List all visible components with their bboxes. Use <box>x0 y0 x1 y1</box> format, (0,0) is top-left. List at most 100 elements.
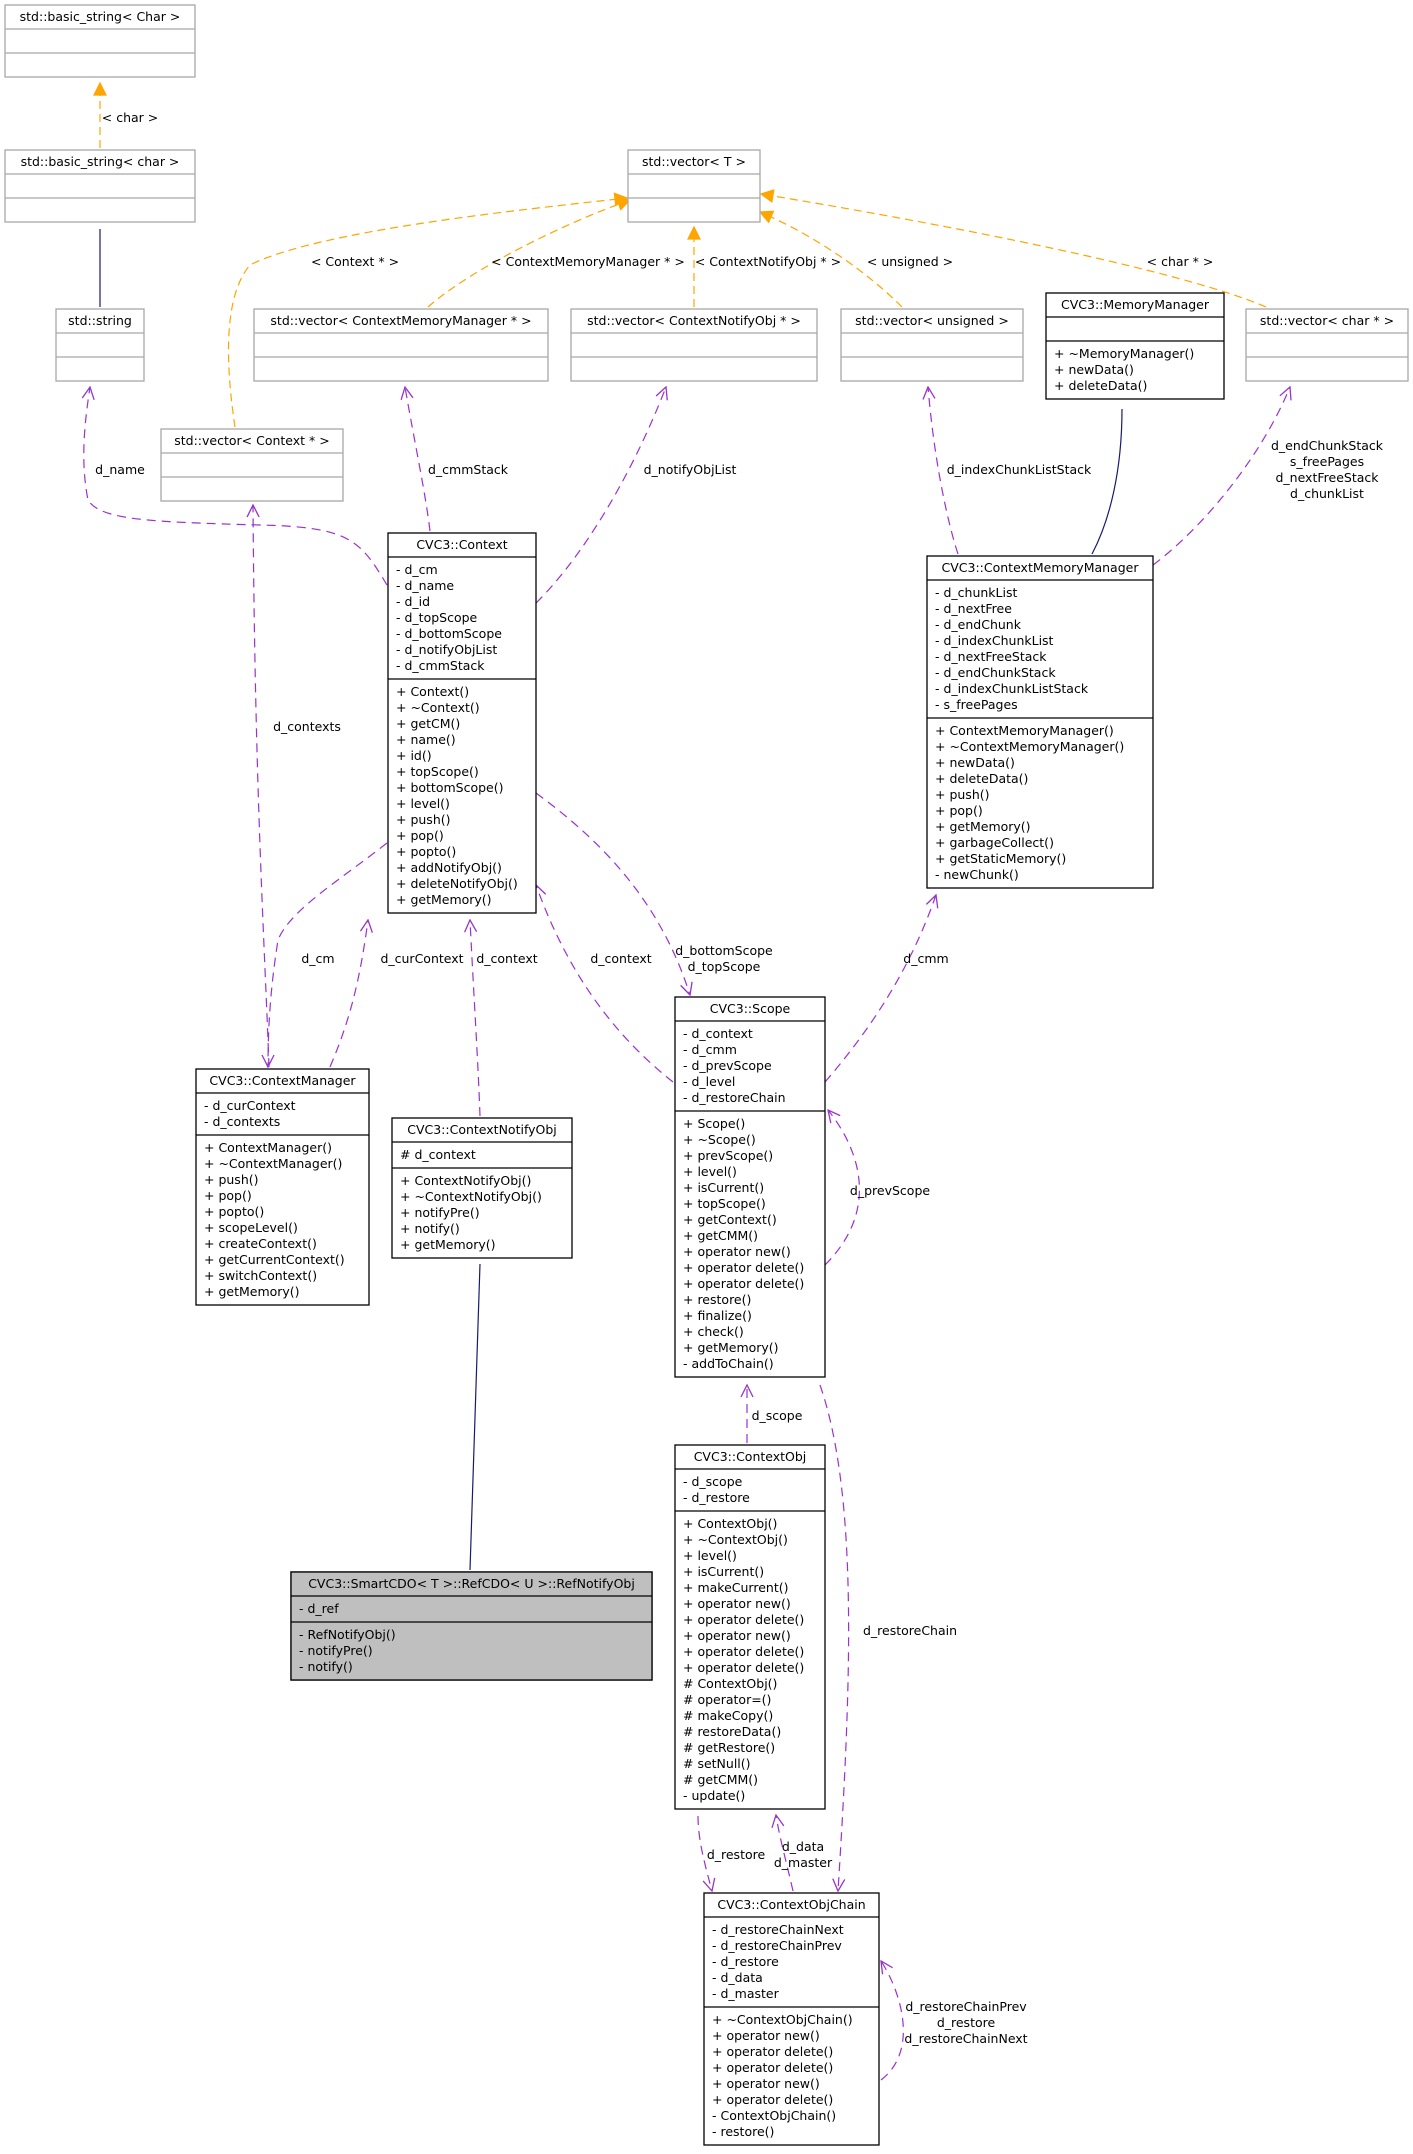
class-box <box>1245 308 1409 382</box>
class-box <box>674 1444 826 1810</box>
class-node-stdstring[interactable]: std::string <box>55 308 145 382</box>
class-method: + operator delete() <box>683 1260 804 1275</box>
class-attribute: - d_scope <box>683 1474 743 1489</box>
class-method: + getStaticMemory() <box>935 851 1066 866</box>
class-method: - ContextObjChain() <box>712 2108 836 2123</box>
class-method: + isCurrent() <box>683 1180 764 1195</box>
class-method: + getContext() <box>683 1212 777 1227</box>
edge-label: d_restoreChainNext <box>904 2031 1027 2046</box>
class-attribute: - d_master <box>712 1986 780 2001</box>
class-title: CVC3::ContextNotifyObj <box>407 1122 557 1137</box>
class-attribute: - d_restore <box>683 1490 750 1505</box>
edge-usage-e_notifylist <box>535 387 666 604</box>
class-title: std::string <box>68 313 132 328</box>
class-title: std::vector< ContextNotifyObj * > <box>587 313 801 328</box>
class-attribute: - d_cm <box>396 562 438 577</box>
class-title: CVC3::MemoryManager <box>1061 297 1210 312</box>
class-title: CVC3::SmartCDO< T >::RefCDO< U >::RefNot… <box>308 1576 635 1591</box>
class-method: - newChunk() <box>935 867 1019 882</box>
edge-usage-e_rchain <box>819 1384 850 1891</box>
class-node-refnotify[interactable]: CVC3::SmartCDO< T >::RefCDO< U >::RefNot… <box>290 1571 653 1681</box>
class-method: + popto() <box>396 844 456 859</box>
edge-usage-e_scopectx <box>536 885 674 1083</box>
class-method: + deleteData() <box>1054 378 1147 393</box>
class-method: + pop() <box>204 1188 252 1203</box>
class-node-cmm[interactable]: CVC3::ContextMemoryManager- d_chunkList-… <box>926 555 1154 889</box>
class-method: + ~ContextNotifyObj() <box>400 1189 542 1204</box>
edge-usage-e_cmmstack <box>405 387 431 532</box>
class-attribute: - d_endChunk <box>935 617 1022 632</box>
class-method: + operator new() <box>683 1628 791 1643</box>
class-method: + getMemory() <box>683 1340 779 1355</box>
class-method: + deleteData() <box>935 771 1028 786</box>
class-node-vec_cmm[interactable]: std::vector< ContextMemoryManager * > <box>253 308 549 382</box>
class-node-cnotify[interactable]: CVC3::ContextNotifyObj# d_context+ Conte… <box>391 1117 573 1259</box>
class-method: + ~ContextManager() <box>204 1156 342 1171</box>
edges-layer <box>84 83 1290 2081</box>
class-method: + addNotifyObj() <box>396 860 502 875</box>
class-method: - RefNotifyObj() <box>299 1627 396 1642</box>
class-attribute: - d_indexChunkListStack <box>935 681 1089 696</box>
class-box <box>253 308 549 382</box>
class-method: # makeCopy() <box>683 1708 773 1723</box>
class-method: # ContextObj() <box>683 1676 777 1691</box>
class-node-memmgr[interactable]: CVC3::MemoryManager+ ~MemoryManager()+ n… <box>1045 292 1225 400</box>
class-method: + push() <box>396 812 451 827</box>
edge-usage-e_drestore <box>697 1815 712 1891</box>
class-method: + ContextNotifyObj() <box>400 1173 531 1188</box>
class-node-chain[interactable]: CVC3::ContextObjChain- d_restoreChainNex… <box>703 1892 880 2146</box>
class-attribute: - d_id <box>396 594 430 609</box>
class-title: std::vector< Context * > <box>174 433 330 448</box>
class-node-ctxmgr[interactable]: CVC3::ContextManager- d_curContext- d_co… <box>195 1068 370 1306</box>
class-node-vec_char[interactable]: std::vector< char * > <box>1245 308 1409 382</box>
class-title: std::vector< ContextMemoryManager * > <box>270 313 531 328</box>
edge-label: < unsigned > <box>867 254 953 269</box>
class-attribute: - s_freePages <box>935 697 1018 712</box>
edge-label: d_endChunkStack <box>1271 438 1384 453</box>
class-attribute: - d_chunkList <box>935 585 1017 600</box>
class-node-vec_T[interactable]: std::vector< T > <box>627 149 761 223</box>
edge-inheritance-e_refnotify <box>469 1263 481 1571</box>
class-method: + check() <box>683 1324 744 1339</box>
edge-usage-e_cm <box>268 842 388 1067</box>
edge-usage-e_bottom <box>535 792 690 995</box>
class-box <box>387 532 537 914</box>
edge-usage-e_prev <box>824 1110 860 1266</box>
edge-label: < char * > <box>1147 254 1214 269</box>
class-node-scope[interactable]: CVC3::Scope- d_context- d_cmm- d_prevSco… <box>674 996 826 1378</box>
class-method: + createContext() <box>204 1236 317 1251</box>
class-attribute: - d_context <box>683 1026 753 1041</box>
edge-label: d_topScope <box>688 959 761 974</box>
edge-label: d_context <box>590 951 651 966</box>
class-node-vec_context[interactable]: std::vector< Context * > <box>160 428 344 502</box>
class-method: + name() <box>396 732 456 747</box>
class-title: std::vector< T > <box>642 154 746 169</box>
class-box <box>195 1068 370 1306</box>
edge-label: d_bottomScope <box>675 943 773 958</box>
edge-usage-e_cnoctx <box>470 920 481 1117</box>
class-attribute: - d_notifyObjList <box>396 642 497 657</box>
class-method: # getRestore() <box>683 1740 775 1755</box>
class-node-ctxobj[interactable]: CVC3::ContextObj- d_scope- d_restore+ Co… <box>674 1444 826 1810</box>
edge-label: d_name <box>95 462 145 477</box>
class-attribute: - d_nextFreeStack <box>935 649 1047 664</box>
labels-layer: < char >< Context * >< ContextMemoryMana… <box>95 110 1384 2046</box>
class-node-bs_char[interactable]: std::basic_string< char > <box>4 149 196 223</box>
class-method: + operator delete() <box>712 2044 833 2059</box>
class-method: + popto() <box>204 1204 264 1219</box>
class-attribute: - d_level <box>683 1074 735 1089</box>
class-method: + ContextMemoryManager() <box>935 723 1114 738</box>
class-node-bs_char_t[interactable]: std::basic_string< Char > <box>4 4 196 78</box>
class-attribute: - d_restoreChainNext <box>712 1922 844 1937</box>
edge-label: d_cmmStack <box>428 462 509 477</box>
class-node-context[interactable]: CVC3::Context- d_cm- d_name- d_id- d_top… <box>387 532 537 914</box>
class-method: + level() <box>683 1164 737 1179</box>
class-method: - update() <box>683 1788 745 1803</box>
class-method: + newData() <box>935 755 1015 770</box>
class-method: - notify() <box>299 1659 353 1674</box>
class-attribute: - d_cmm <box>683 1042 737 1057</box>
class-node-vec_uns[interactable]: std::vector< unsigned > <box>840 308 1024 382</box>
class-method: # getCMM() <box>683 1772 758 1787</box>
class-node-vec_cno[interactable]: std::vector< ContextNotifyObj * > <box>570 308 818 382</box>
class-method: + push() <box>204 1172 259 1187</box>
